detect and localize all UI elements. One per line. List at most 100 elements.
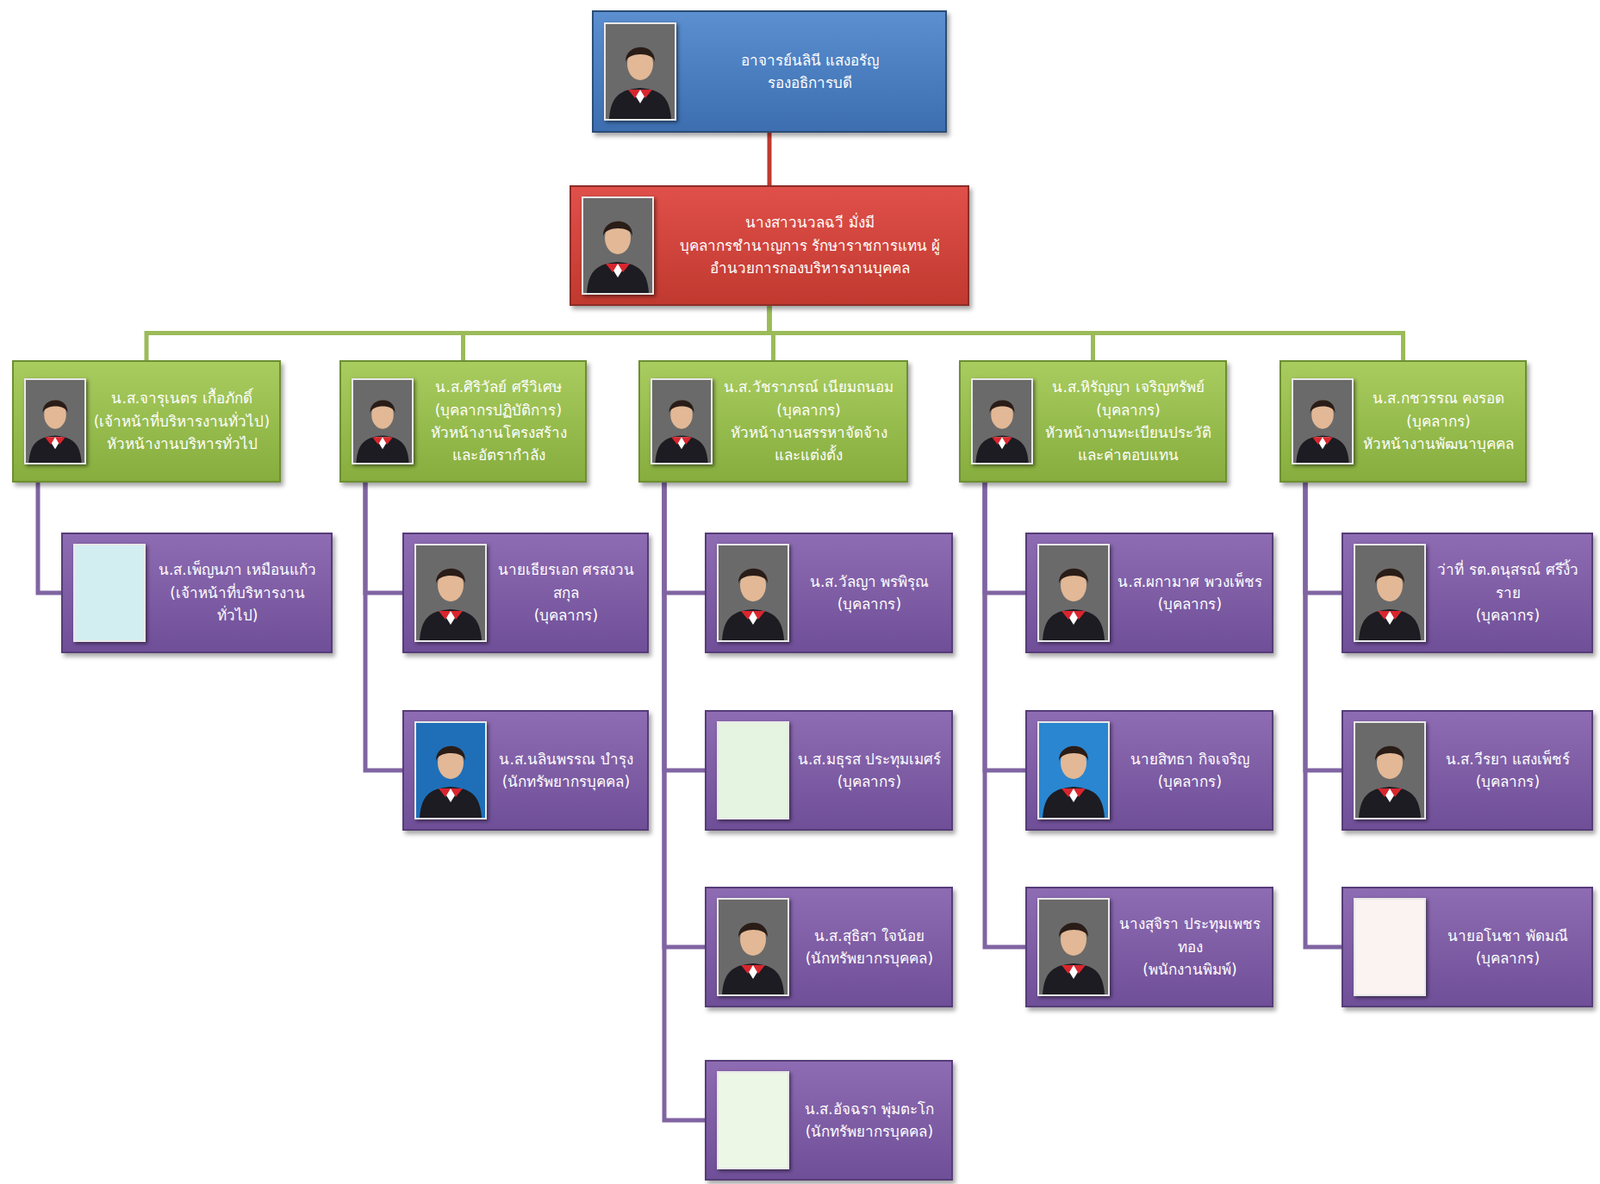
person-name: นางสุจิรา ประทุมเพชรทอง — [1116, 912, 1264, 959]
text-column: น.ส.สุธิสา ใจน้อย(นักทรัพยากรบุคคล) — [789, 924, 943, 971]
portrait-photo — [351, 378, 414, 465]
portrait-photo — [971, 378, 1034, 465]
portrait-photo — [1037, 721, 1110, 820]
org-box: น.ส.จารุเนตร เกื้อภักดิ์(เจ้าหน้าที่บริห… — [12, 360, 281, 483]
org-box: น.ส.หิรัญญา เจริญทรัพย์(บุคลากร)หัวหน้าง… — [958, 360, 1227, 483]
text-column: นางสาวนวลฉวี มั่งมีบุคลากรชำนาญการ รักษา… — [653, 211, 959, 280]
person-name: น.ส.เพ็ญนภา เหมือนแก้ว — [152, 558, 323, 581]
text-column: น.ส.ศิริวัลย์ ศรีวิเศษ(บุคลากรปฏิบัติการ… — [413, 375, 577, 467]
org-box: น.ส.อัจฉรา พุ่มตะโก(นักทรัพยากรบุคคล) — [704, 1059, 953, 1181]
text-column: ว่าที่ รต.ดนุสรณ์ ศรีงิ้วราย(บุคลากร) — [1425, 558, 1583, 627]
text-column: น.ส.ผกามาศ พวงเพ็ชร(บุคลากร) — [1109, 570, 1264, 617]
org-connector — [463, 305, 771, 361]
person-name: น.ส.วัชราภรณ์ เนียมถนอม — [719, 375, 898, 399]
text-column: นายอโนชา พัดมณี(บุคลากร) — [1425, 924, 1583, 971]
photo-placeholder — [1353, 897, 1426, 997]
org-connector — [1305, 482, 1342, 947]
photo-placeholder — [716, 721, 790, 820]
person-name: น.ส.หิรัญญา เจริญทรัพย์ — [1039, 375, 1217, 399]
job-title: รองอธิการบดี — [683, 71, 937, 94]
job-title: (เจ้าหน้าที่บริหารงานทั่วไป) — [152, 581, 323, 628]
org-box: น.ส.วัชราภรณ์ เนียมถนอม(บุคลากร)หัวหน้าง… — [638, 360, 909, 483]
text-column: น.ส.เพ็ญนภา เหมือนแก้ว(เจ้าหน้าที่บริหาร… — [145, 558, 323, 627]
text-column: น.ส.มธุรส ประทุมเมศร์(บุคลากร) — [789, 747, 943, 794]
org-connector — [767, 132, 772, 186]
org-box: ว่าที่ รต.ดนุสรณ์ ศรีงิ้วราย(บุคลากร) — [1341, 532, 1594, 654]
person-name: นายสิทธา กิจเจริญ — [1116, 747, 1264, 771]
org-box: น.ส.มธุรส ประทุมเมศร์(บุคลากร) — [704, 709, 953, 831]
org-connector — [1305, 482, 1342, 771]
person-name: น.ส.ศิริวัลย์ ศรีวิเศษ — [420, 375, 577, 399]
org-connector — [984, 482, 1026, 947]
person-name: น.ส.วัลญา พรพิรุณ — [796, 570, 943, 593]
portrait-photo — [716, 897, 790, 997]
job-title: หัวหน้างานสรรหาจัดจ้างและแต่งตั้ง — [719, 421, 898, 467]
org-box: นายอโนชา พัดมณี(บุคลากร) — [1341, 886, 1594, 1008]
portrait-photo — [716, 543, 790, 642]
org-connector — [664, 482, 705, 593]
org-box: นายสิทธา กิจเจริญ(บุคลากร) — [1025, 709, 1274, 831]
portrait-photo — [1037, 543, 1110, 642]
job-title: (บุคลากร) — [1116, 770, 1264, 793]
org-box: นางสาวนวลฉวี มั่งมีบุคลากรชำนาญการ รักษา… — [569, 185, 970, 306]
job-title: (นักทรัพยากรบุคคล) — [796, 946, 943, 970]
person-name: น.ส.กชวรรณ คงรอด — [1360, 386, 1517, 410]
portrait-photo — [414, 543, 487, 642]
org-box: น.ส.นลินพรรณ บำรุง(นักทรัพยากรบุคคล) — [402, 709, 649, 831]
org-box: น.ส.กชวรรณ คงรอด(บุคลากร)หัวหน้างานพัฒนา… — [1279, 360, 1527, 483]
org-connector — [664, 482, 705, 771]
text-column: น.ส.อัจฉรา พุ่มตะโก(นักทรัพยากรบุคคล) — [789, 1097, 943, 1144]
org-box: น.ส.วัลญา พรพิรุณ(บุคลากร) — [704, 532, 953, 654]
person-name: น.ส.สุธิสา ใจน้อย — [796, 924, 943, 947]
text-column: น.ส.หิรัญญา เจริญทรัพย์(บุคลากร)หัวหน้าง… — [1033, 375, 1217, 467]
job-title: (บุคลากร) — [1432, 946, 1583, 970]
job-title: หัวหน้างานโครงสร้างและอัตรากำลัง — [420, 421, 577, 467]
org-box: น.ส.สุธิสา ใจน้อย(นักทรัพยากรบุคคล) — [704, 886, 953, 1008]
job-title: (พนักงานพิมพ์) — [1116, 958, 1264, 981]
job-title: บุคลากรชำนาญการ รักษาราชการแทน ผู้อำนวยก… — [660, 234, 959, 281]
job-title: (บุคลากร) — [1039, 398, 1217, 422]
org-connector — [1305, 482, 1342, 593]
person-name: น.ส.นลินพรรณ บำรุง — [493, 747, 639, 771]
job-title: หัวหน้างานทะเบียนประวัติและค่าตอบแทน — [1039, 421, 1217, 467]
org-connector — [664, 482, 705, 947]
org-box: อาจารย์นลินี แสงอรัญรองอธิการบดี — [591, 10, 947, 133]
job-title: (เจ้าหน้าที่บริหารงานทั่วไป) — [93, 410, 271, 433]
person-name: นางสาวนวลฉวี มั่งมี — [660, 211, 959, 234]
job-title: (บุคลากร) — [1360, 410, 1517, 433]
org-connector — [664, 482, 705, 1121]
org-connector — [984, 482, 1026, 771]
text-column: น.ส.วัลญา พรพิรุณ(บุคลากร) — [789, 570, 943, 617]
portrait-photo — [1353, 543, 1426, 642]
text-column: นางสุจิรา ประทุมเพชรทอง(พนักงานพิมพ์) — [1109, 912, 1264, 981]
org-box: นางสุจิรา ประทุมเพชรทอง(พนักงานพิมพ์) — [1025, 886, 1274, 1008]
org-connector — [365, 482, 403, 771]
person-name: นายเธียรเอก ศรสงวนสกุล — [493, 558, 639, 604]
text-column: น.ส.กชวรรณ คงรอด(บุคลากร)หัวหน้างานพัฒนา… — [1353, 386, 1517, 455]
photo-placeholder — [716, 1070, 790, 1170]
job-title: (บุคลากร) — [796, 770, 943, 793]
job-title: (บุคลากร) — [1432, 770, 1583, 793]
person-name: น.ส.อัจฉรา พุ่มตะโก — [796, 1097, 943, 1121]
org-connector — [984, 482, 1026, 593]
portrait-photo — [24, 378, 87, 465]
job-title: (นักทรัพยากรบุคคล) — [796, 1120, 943, 1143]
text-column: นายสิทธา กิจเจริญ(บุคลากร) — [1109, 747, 1264, 794]
org-connector — [769, 305, 1404, 361]
text-column: น.ส.วัชราภรณ์ เนียมถนอม(บุคลากร)หัวหน้าง… — [712, 375, 898, 467]
portrait-photo — [414, 721, 487, 820]
org-box: น.ส.ศิริวัลย์ ศรีวิเศษ(บุคลากรปฏิบัติการ… — [339, 360, 587, 483]
portrait-photo — [650, 378, 713, 465]
person-name: นายอโนชา พัดมณี — [1432, 924, 1583, 947]
text-column: น.ส.วีรยา แสงเพ็ชร์(บุคลากร) — [1425, 747, 1583, 794]
person-name: น.ส.ผกามาศ พวงเพ็ชร — [1116, 570, 1264, 593]
org-connector — [146, 305, 770, 361]
photo-placeholder — [73, 543, 146, 642]
text-column: น.ส.นลินพรรณ บำรุง(นักทรัพยากรบุคคล) — [486, 747, 639, 794]
portrait-photo — [1353, 721, 1426, 820]
portrait-photo — [603, 22, 677, 121]
portrait-photo — [581, 196, 654, 295]
org-connector — [37, 482, 62, 593]
org-box: น.ส.เพ็ญนภา เหมือนแก้ว(เจ้าหน้าที่บริหาร… — [61, 532, 333, 654]
portrait-photo — [1037, 897, 1110, 997]
